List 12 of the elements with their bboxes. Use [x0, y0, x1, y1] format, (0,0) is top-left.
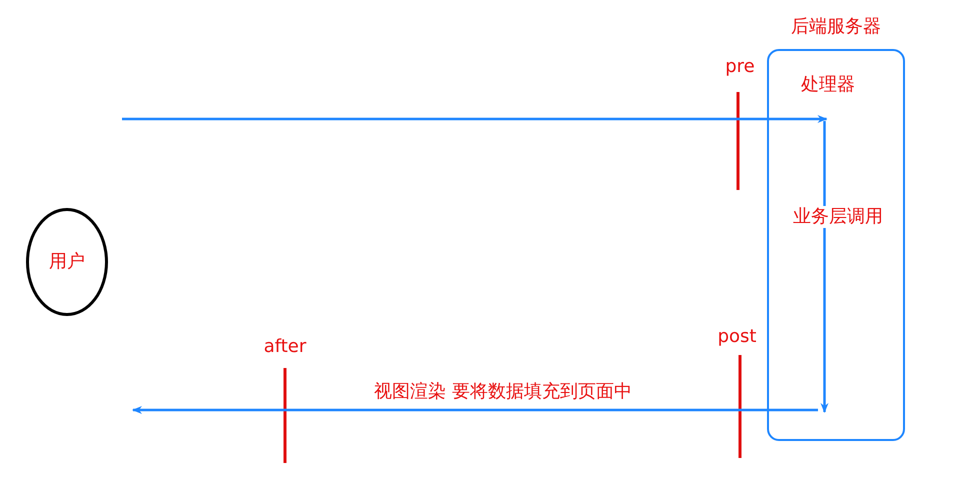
edge-label: 视图渲染 要将数据填充到页面中 — [373, 381, 633, 403]
processor-label: 处理器 — [801, 74, 855, 96]
edge-label: 业务层调用 — [792, 206, 884, 228]
arrow — [820, 121, 828, 413]
frame-heading: 后端服务器 — [791, 16, 881, 38]
arrow — [132, 406, 818, 414]
node-label: 用户 — [49, 251, 85, 273]
stage-label: after — [264, 336, 306, 358]
stage-label: pre — [725, 56, 755, 78]
user-ellipse — [26, 208, 108, 316]
arrow — [122, 115, 828, 123]
stage-label: post — [718, 326, 756, 348]
